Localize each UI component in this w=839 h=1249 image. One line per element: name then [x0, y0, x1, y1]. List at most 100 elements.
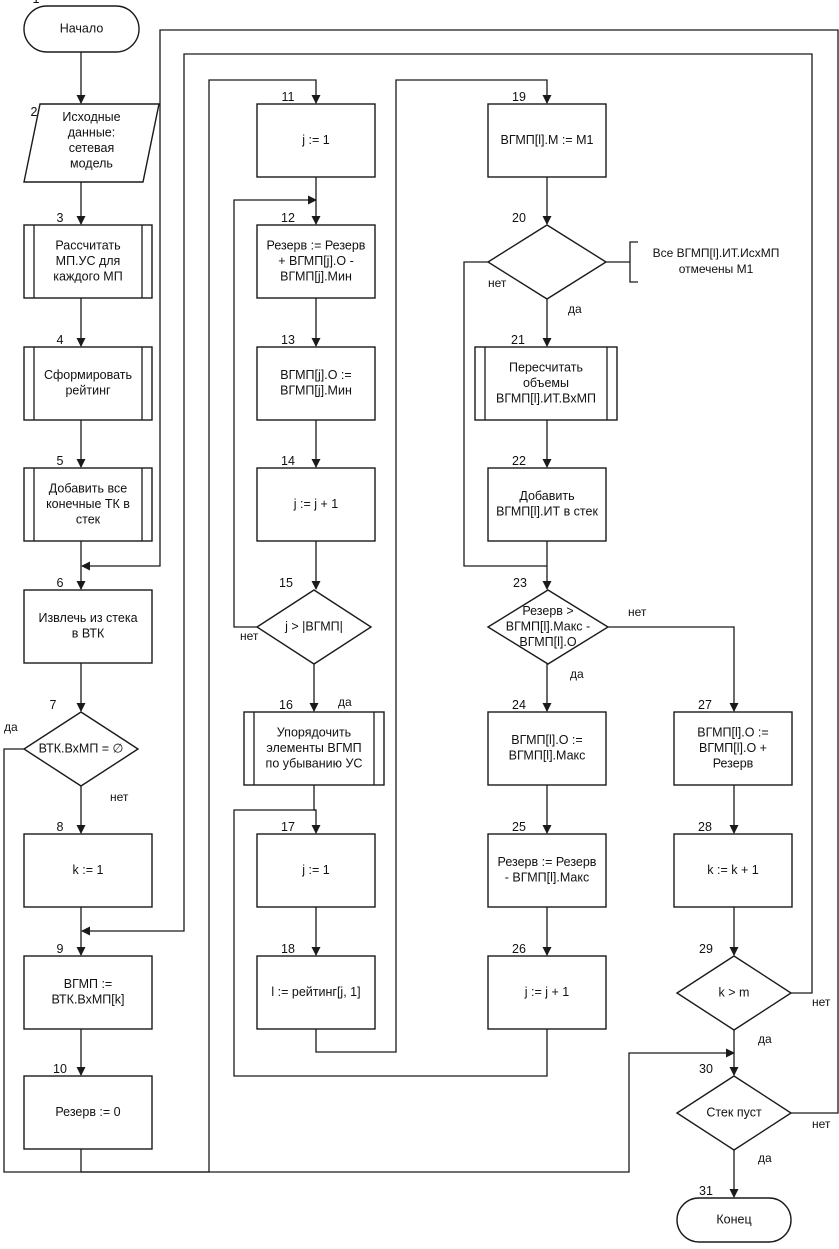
process-block-19: [487, 103, 607, 178]
process-block-25: [487, 833, 607, 908]
predefined-process-block-5: [23, 467, 153, 542]
block-number: 18: [281, 942, 295, 956]
connector-line: [233, 809, 548, 1077]
connector-line: [463, 261, 547, 567]
block-number: 2: [31, 105, 38, 119]
block-6-text: в ВТК: [72, 627, 105, 641]
shapes: 1Начало2Исходныеданные:сетеваямодель3Рас…: [4, 0, 831, 1243]
branch-label-b20-yes: да: [568, 302, 582, 316]
block-12-text: ВГМП[j].Мин: [280, 269, 352, 283]
connector-line: [233, 195, 317, 628]
decision-diamond-15: [255, 589, 373, 665]
block-27-text: Резерв: [713, 756, 754, 770]
branch-label-b7-no: нет: [110, 790, 129, 804]
branch-label-b23-no: нет: [628, 605, 647, 619]
process-block-12: [256, 224, 376, 299]
block-13-text: ВГМП[j].О :=: [280, 368, 351, 382]
branch-label-b29-yes: да: [758, 1032, 772, 1046]
block-number: 29: [699, 942, 713, 956]
block-2-text: модель: [70, 157, 113, 171]
block-number: 22: [512, 454, 526, 468]
block-9-text: ВГМП :=: [64, 977, 112, 991]
block-number: 23: [513, 576, 527, 590]
block-14-text: j := j + 1: [293, 497, 339, 511]
block-number: 9: [57, 942, 64, 956]
connector-line: [608, 626, 739, 712]
block-21-text: Пересчитать: [509, 360, 583, 374]
block-number: 7: [50, 698, 57, 712]
block-number: 3: [57, 211, 64, 225]
process-block-28: [673, 833, 793, 908]
annotation-text: отмечены М1: [679, 262, 754, 276]
block-number: 27: [698, 698, 712, 712]
block-16-text: элементы ВГМП: [266, 741, 361, 755]
connector-line: [81, 29, 839, 1114]
process-block-11: [256, 103, 376, 178]
block-7-text: ВТК.ВхМП = ∅: [39, 741, 124, 755]
block-21-text: ВГМП[l].ИТ.ВхМП: [496, 391, 596, 405]
block-number: 28: [698, 820, 712, 834]
process-block-27: [673, 711, 793, 786]
block-27-text: ВГМП[l].О +: [699, 741, 767, 755]
process-block-6: [23, 589, 153, 664]
block-number: 26: [512, 942, 526, 956]
process-block-13: [256, 346, 376, 421]
block-number: 19: [512, 90, 526, 104]
block-4-text: рейтинг: [65, 384, 110, 398]
block-number: 15: [279, 576, 293, 590]
block-4-text: Сформировать: [44, 368, 132, 382]
block-2-text: данные:: [68, 126, 115, 140]
block-5-text: Добавить все: [49, 481, 127, 495]
block-1-text: Начало: [60, 21, 104, 35]
block-27-text: ВГМП[l].О :=: [697, 725, 768, 739]
block-number: 11: [282, 90, 295, 104]
block-30-text: Стек пуст: [706, 1105, 762, 1119]
block-23-text: ВГМП[l].О: [519, 635, 576, 649]
block-31-text: Конец: [716, 1212, 751, 1226]
process-block-24: [487, 711, 607, 786]
connector-line: [81, 53, 813, 994]
block-24-text: ВГМП[l].Макс: [509, 749, 586, 763]
block-number: 8: [57, 820, 64, 834]
block-number: 17: [281, 820, 295, 834]
block-26-text: j := j + 1: [524, 985, 570, 999]
block-number: 4: [57, 333, 64, 347]
block-number: 20: [512, 211, 526, 225]
predefined-process-block-3: [23, 224, 153, 299]
annotation-bracket: [629, 241, 638, 283]
block-13-text: ВГМП[j].Мин: [280, 384, 352, 398]
branch-label-b30-no: нет: [812, 1117, 831, 1131]
branch-label-b30-yes: да: [758, 1151, 772, 1165]
start-terminator: [23, 5, 140, 53]
block-22-text: ВГМП[l].ИТ в стек: [496, 505, 598, 519]
end-terminator: [676, 1197, 792, 1243]
block-9-text: ВТК.ВхМП[k]: [52, 993, 125, 1007]
connector-line: [80, 79, 321, 1173]
block-5-text: стек: [76, 512, 101, 526]
connectors: [3, 29, 839, 1198]
branch-label-b23-yes: да: [570, 667, 584, 681]
decision-diamond-7: [22, 711, 140, 787]
block-number: 31: [699, 1184, 713, 1198]
block-number: 30: [699, 1062, 713, 1076]
block-number: 12: [281, 211, 295, 225]
block-18-text: l := рейтинг[j, 1]: [271, 985, 360, 999]
block-23-text: ВГМП[l].Макс -: [506, 619, 590, 633]
block-24-text: ВГМП[l].О :=: [511, 733, 582, 747]
predefined-process-block-21: [474, 346, 618, 421]
decision-diamond-20: [486, 224, 608, 300]
block-3-text: каждого МП: [53, 269, 122, 283]
decision-diamond-29: [675, 955, 793, 1031]
block-2-text: Исходные: [62, 110, 120, 124]
block-number: 14: [281, 454, 295, 468]
block-16-text: по убыванию УС: [266, 756, 363, 770]
block-number: 16: [279, 698, 293, 712]
block-6-text: Извлечь из стека: [38, 611, 137, 625]
predefined-process-block-16: [243, 711, 385, 786]
block-number: 13: [281, 333, 295, 347]
block-16-text: Упорядочить: [277, 725, 351, 739]
decision-diamond-23: [486, 589, 610, 665]
process-block-26: [487, 955, 607, 1030]
block-number: 1: [33, 0, 40, 6]
block-12-text: + ВГМП[j].О -: [278, 254, 354, 268]
